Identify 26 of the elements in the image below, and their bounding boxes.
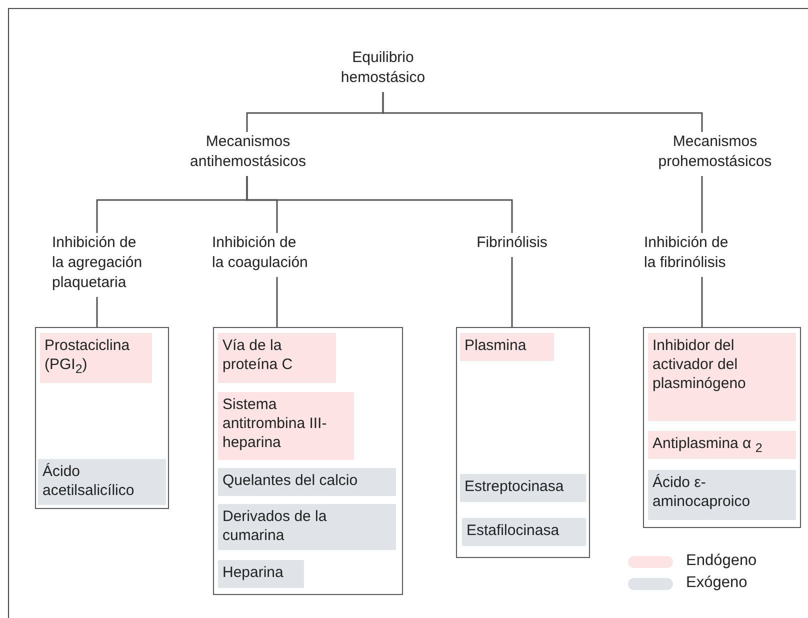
agent-label: Estafilocinasa: [462, 518, 586, 546]
agent-label: Heparina: [218, 560, 304, 588]
agent-label: Plasmina: [460, 332, 554, 360]
column-panel: [456, 327, 590, 558]
agent-label: Prostaciclina (PGI$_{2}$): [40, 332, 152, 382]
tree-connector: [246, 176, 513, 233]
column-panel: [35, 327, 169, 509]
agent-label: Sistema antitrombina III-heparina: [218, 392, 354, 460]
agent-label: Antiplasmina α $_{2}$: [648, 430, 796, 458]
tree-connector: [701, 276, 703, 327]
column-panel: [213, 327, 403, 595]
legend-label: Endógeno: [686, 552, 757, 570]
agent-label: Vía de la proteína C: [218, 332, 336, 382]
tree-connector: [511, 256, 513, 327]
legend-label: Exógeno: [686, 574, 748, 592]
tree-connector: [382, 92, 703, 132]
agent-label: Inhibidor del activador del plasminógeno: [648, 332, 796, 420]
column-panel: [643, 327, 801, 528]
tree-connector: [96, 296, 98, 327]
tree-connector: [276, 276, 278, 327]
agent-label: Ácido acetilsalicílico: [38, 458, 166, 504]
agent-label: Estreptocinasa: [460, 474, 586, 502]
tree-connector: [701, 175, 703, 233]
agent-label: Derivados de la cumarina: [218, 504, 396, 550]
agent-label: Ácido ε-aminocaproico: [648, 470, 796, 520]
agent-label: Quelantes del calcio: [218, 468, 396, 496]
